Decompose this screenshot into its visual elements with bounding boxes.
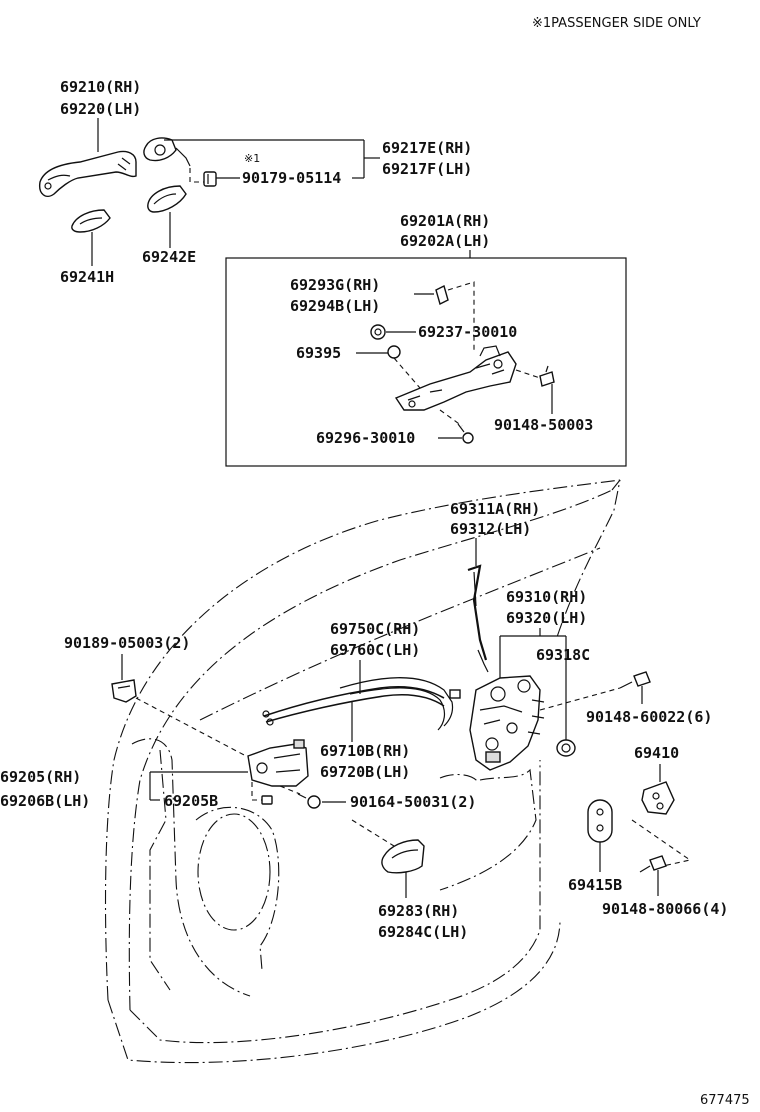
label-69217F: 69217F(LH) <box>382 160 472 178</box>
screw-90164-part <box>297 793 321 809</box>
label-90179: 90179-05114 <box>242 169 341 187</box>
mark-note-1: ※1 <box>244 152 260 165</box>
label-69415B: 69415B <box>568 876 622 894</box>
label-69217E: 69217E(RH) <box>382 139 472 157</box>
label-69750C: 69750C(RH) <box>330 620 420 638</box>
label-69312: 69312(LH) <box>450 520 531 538</box>
cap-90179-part <box>203 171 217 187</box>
screw-90148-50003-part <box>539 365 555 387</box>
label-90189: 90189-05003(2) <box>64 634 190 652</box>
handle-frame-part <box>394 345 517 411</box>
pad-69241H-part <box>71 209 111 233</box>
linkage-rod-part <box>467 564 489 673</box>
label-69760C: 69760C(LH) <box>330 641 420 659</box>
label-69284C: 69284C(LH) <box>378 923 468 941</box>
clip-69293G-part <box>435 284 449 306</box>
bushing-69237-part <box>370 324 386 340</box>
label-90164: 90164-50031(2) <box>350 793 476 811</box>
label-69320: 69320(LH) <box>506 609 587 627</box>
label-69296: 69296-30010 <box>316 429 415 447</box>
handle-cover-part <box>143 137 177 162</box>
label-69241H: 69241H <box>60 268 114 286</box>
label-69220: 69220(LH) <box>60 100 141 118</box>
label-69283: 69283(RH) <box>378 902 459 920</box>
armrest-cover-part <box>381 839 425 874</box>
screw-90148-80066-part <box>639 855 667 873</box>
label-69205B: 69205B <box>164 792 218 810</box>
label-90148-60022: 90148-60022(6) <box>586 708 712 726</box>
washer-69318C-part <box>556 739 576 757</box>
gasket-69242E-part <box>147 185 187 213</box>
shim-69415B-part <box>587 799 613 843</box>
door-cable-part <box>262 677 461 731</box>
label-69210: 69210(RH) <box>60 78 141 96</box>
label-69202A: 69202A(LH) <box>400 232 490 250</box>
outside-handle-part <box>39 150 137 198</box>
label-90148-50003: 90148-50003 <box>494 416 593 434</box>
striker-69410-part <box>641 781 675 815</box>
passenger-side-note: ※1PASSENGER SIDE ONLY <box>532 16 701 31</box>
cap-69205B-part <box>261 795 273 805</box>
label-69237: 69237-30010 <box>418 323 517 341</box>
door-lock-assembly-part <box>469 675 545 771</box>
label-69395: 69395 <box>296 344 341 362</box>
figure-id: 677475 <box>700 1093 750 1108</box>
label-69205: 69205(RH) <box>0 768 81 786</box>
label-69206B: 69206B(LH) <box>0 792 90 810</box>
label-69242E: 69242E <box>142 248 196 266</box>
door-outline <box>104 479 621 1064</box>
label-69293G: 69293G(RH) <box>290 276 380 294</box>
label-90148-80066: 90148-80066(4) <box>602 900 728 918</box>
clip-90189-part <box>111 679 137 703</box>
inside-handle-part <box>247 739 309 787</box>
label-69294B: 69294B(LH) <box>290 297 380 315</box>
label-69310: 69310(RH) <box>506 588 587 606</box>
label-69311A: 69311A(RH) <box>450 500 540 518</box>
label-69410: 69410 <box>634 744 679 762</box>
label-69201A: 69201A(RH) <box>400 212 490 230</box>
grommet-69395-part <box>387 345 401 359</box>
label-69710B: 69710B(RH) <box>320 742 410 760</box>
frame-assembly-box <box>225 257 627 467</box>
label-69720B: 69720B(LH) <box>320 763 410 781</box>
bolt-69296-part <box>457 423 474 444</box>
screw-90148-60022-part <box>619 671 651 689</box>
label-69318C: 69318C <box>536 646 590 664</box>
